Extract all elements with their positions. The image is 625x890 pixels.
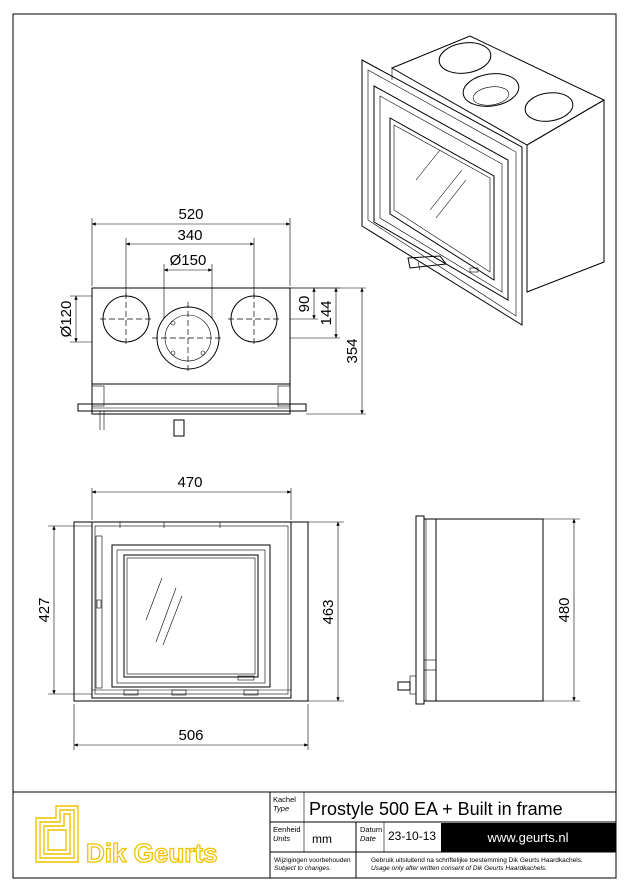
website-link[interactable]: www.geurts.nl <box>487 830 569 845</box>
front-view: 470 427 463 506 <box>36 474 344 750</box>
sheet-border <box>12 13 617 879</box>
changes-note-nl: Wijzigingen voorbehouden <box>274 857 351 864</box>
dim-width-520: 520 <box>178 206 203 223</box>
dim-offset-90: 90 <box>296 296 313 313</box>
dim-height-427: 427 <box>36 597 53 622</box>
website-bar <box>441 823 616 852</box>
dim-depth-354: 354 <box>344 338 361 363</box>
date-value: 23-10-13 <box>388 829 436 843</box>
unit-label-en: Units <box>273 834 290 843</box>
unit-value: mm <box>312 832 332 846</box>
brand-name: Dik Geurts <box>86 838 218 868</box>
dim-height-480: 480 <box>556 597 573 622</box>
date-label: Datum <box>360 825 382 834</box>
dim-side-hole-diameter: Ø120 <box>58 301 75 338</box>
dik-geurts-logo <box>35 805 79 863</box>
changes-note-en: Subject to changes. <box>274 865 331 872</box>
unit-label: Eenheid <box>273 825 301 834</box>
isometric-view <box>361 35 606 326</box>
dim-width-470: 470 <box>177 474 202 491</box>
top-view: 520 340 Ø150 90 144 354 Ø120 <box>58 206 366 437</box>
type-label-en: Type <box>273 804 289 813</box>
dim-width-506: 506 <box>178 727 203 744</box>
dim-spacing-340: 340 <box>177 227 202 244</box>
dim-flue-diameter: Ø150 <box>170 252 207 269</box>
dim-offset-144: 144 <box>318 300 335 325</box>
title-block: Kachel Type Prostyle 500 EA + Built in f… <box>13 791 616 878</box>
product-title: Prostyle 500 EA + Built in frame <box>309 799 563 819</box>
date-label-en: Date <box>360 834 376 843</box>
side-view: 480 <box>397 515 580 705</box>
usage-note-nl: Gebruik uitsluitend na schriftelijke toe… <box>371 857 583 864</box>
dim-height-463: 463 <box>320 599 337 624</box>
type-label: Kachel <box>273 795 296 804</box>
usage-note-en: Usage only after written consent of Dik … <box>371 865 547 872</box>
